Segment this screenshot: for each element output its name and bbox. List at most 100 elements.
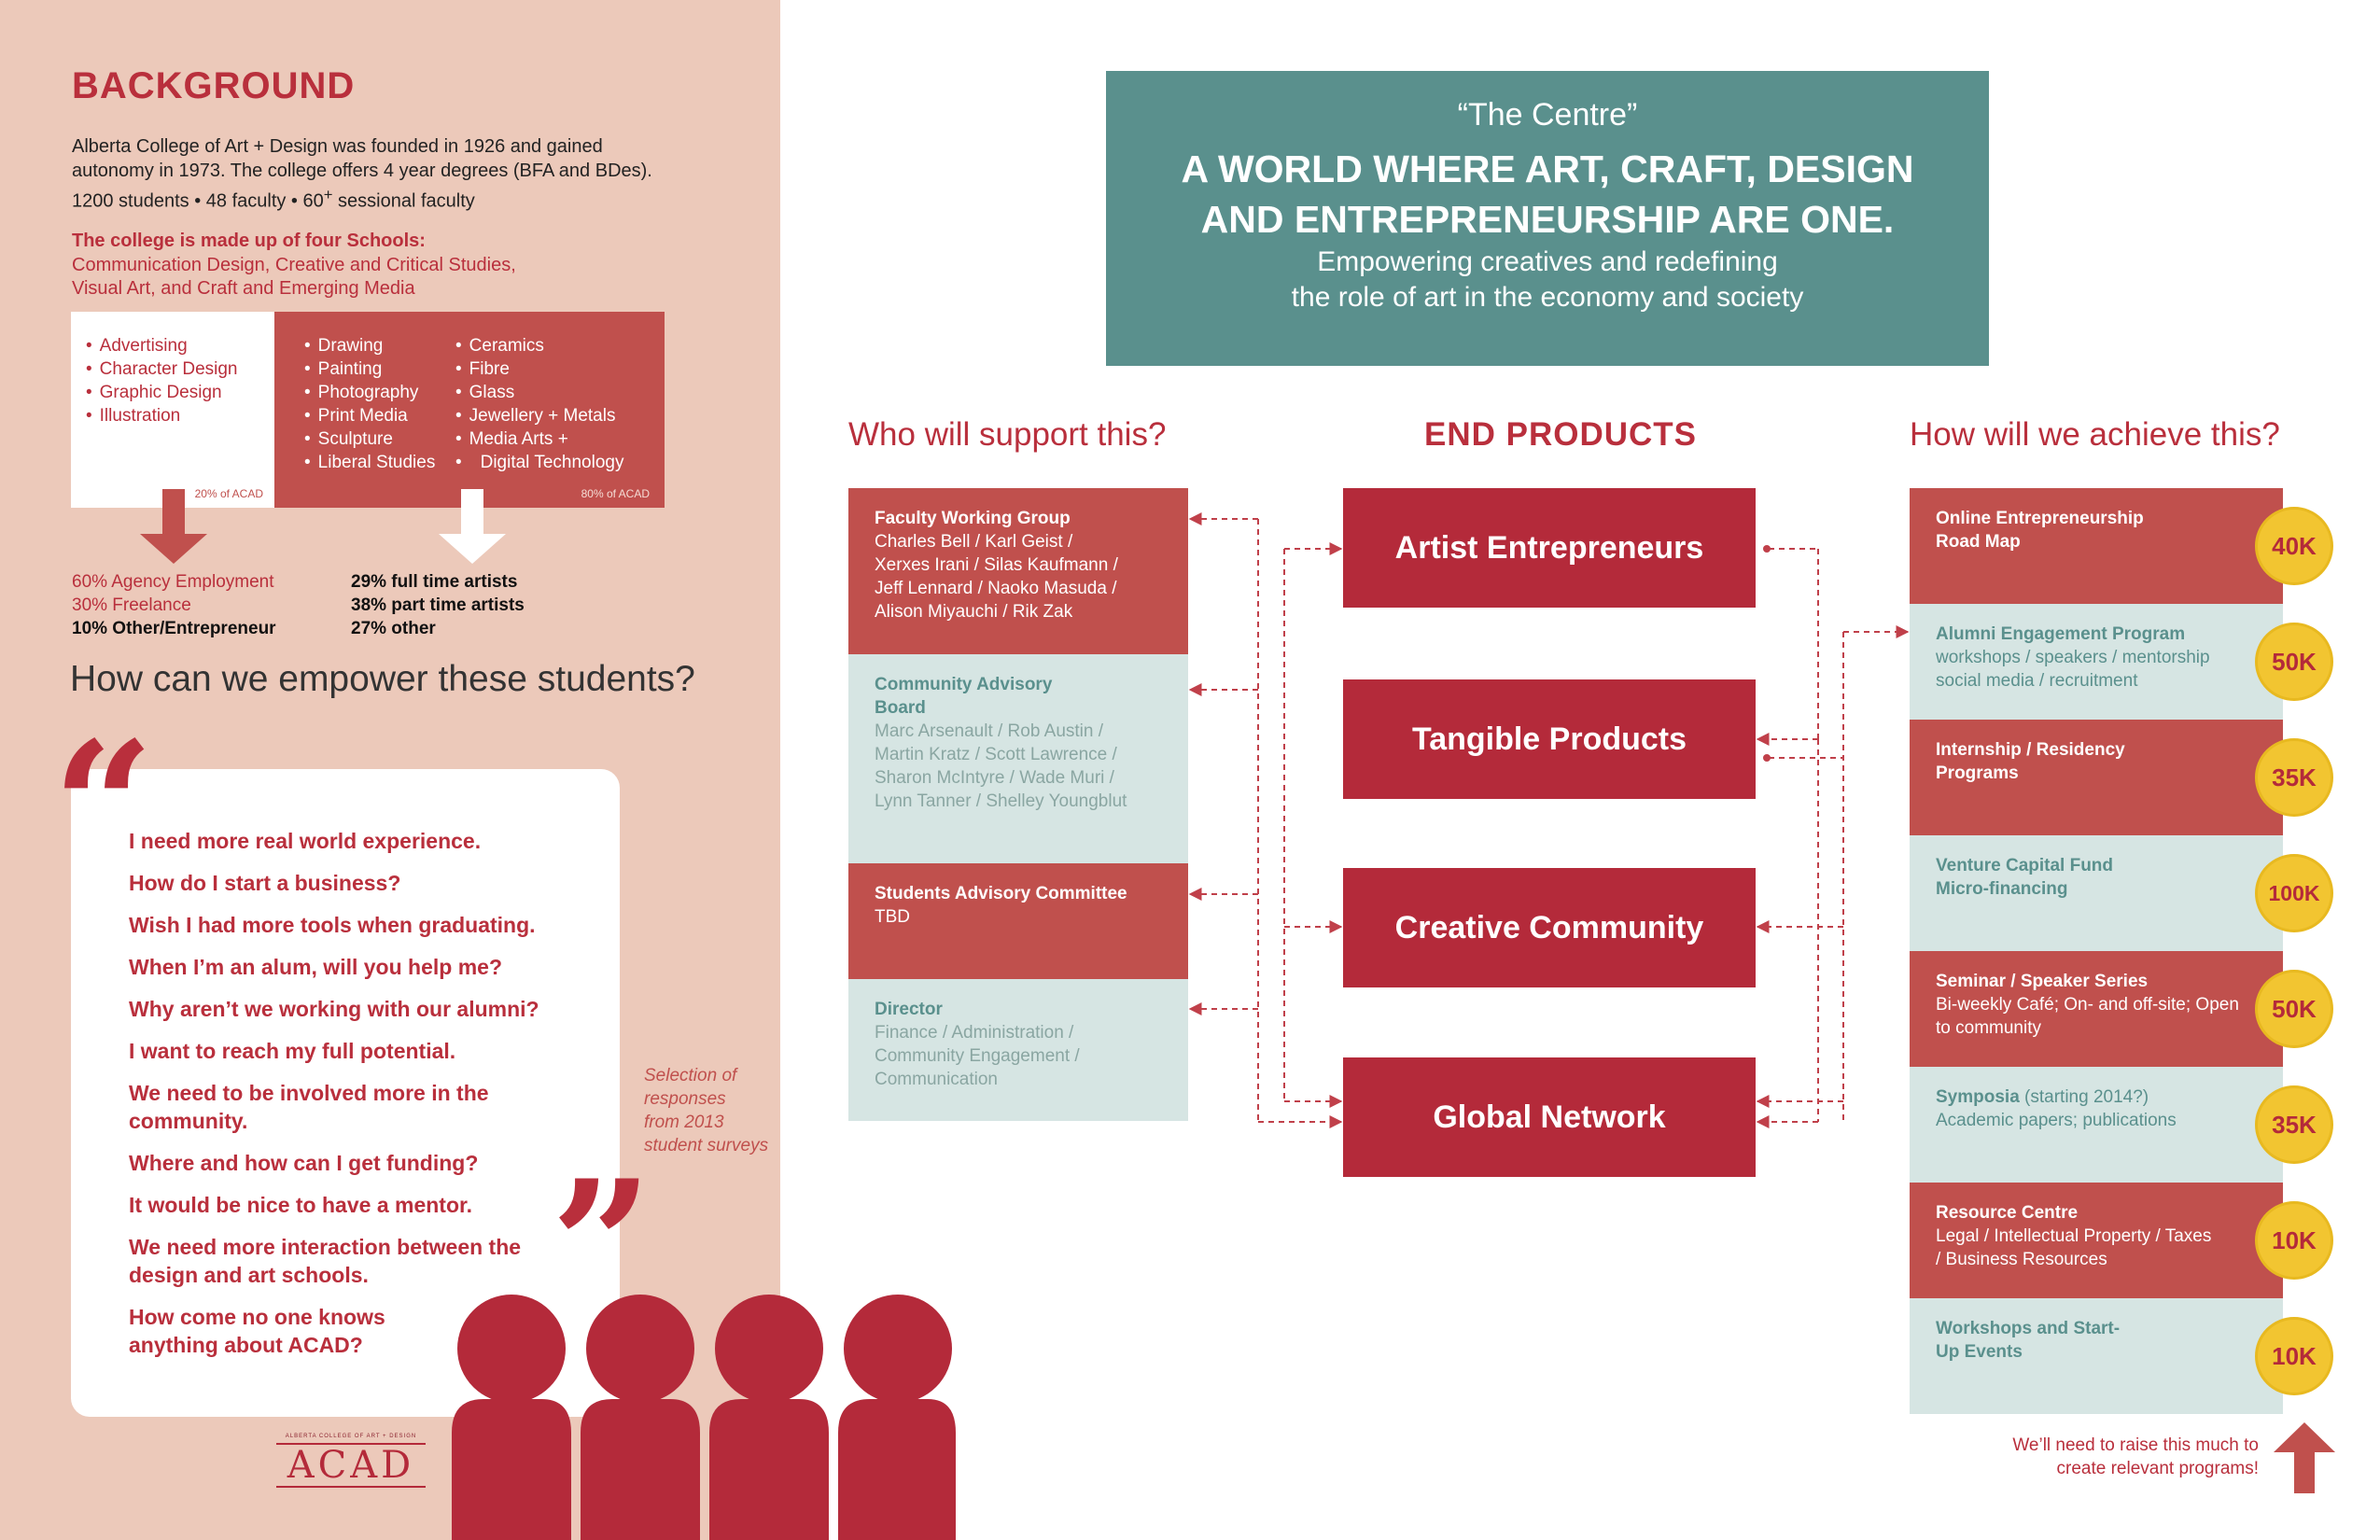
- centre-subtitle-line: the role of art in the economy and socie…: [1291, 282, 1804, 313]
- note-line: student surveys: [644, 1136, 769, 1155]
- schools-line: Communication Design, Creative and Criti…: [72, 255, 516, 275]
- program-road-map: Online Entrepreneurship Road Map: [1910, 488, 2283, 604]
- quote-item: Where and how can I get funding?: [129, 1151, 479, 1175]
- arrow-up-icon: [2274, 1422, 2335, 1493]
- students-silhouette-icon: [452, 1295, 956, 1540]
- group-member-line: Sharon McIntyre / Wade Muri /: [875, 768, 1114, 788]
- art-percent: 80% of ACAD: [581, 487, 650, 500]
- program-item: Liberal Studies: [304, 451, 436, 474]
- group-member-line: TBD: [875, 907, 910, 927]
- program-detail-inline: (starting 2014?): [2019, 1087, 2149, 1107]
- program-venture: Venture Capital Fund Micro-financing: [1910, 835, 2283, 951]
- program-item: Jewellery + Metals: [455, 404, 623, 427]
- empower-question: How can we empower these students?: [70, 659, 695, 699]
- budget-coin-icon: 35K: [2255, 738, 2333, 817]
- outcome-item: 38% part time artists: [351, 595, 525, 615]
- group-member-line: Communication: [875, 1070, 998, 1089]
- product-tangible-products: Tangible Products: [1343, 679, 1756, 799]
- raise-line: We’ll need to raise this much to: [2012, 1435, 2259, 1455]
- end-products-title: END PRODUCTS: [1424, 416, 1698, 453]
- program-item: Advertising: [86, 334, 238, 357]
- note-line: Selection of: [644, 1066, 737, 1085]
- design-programs-list: Advertising Character Design Graphic Des…: [86, 334, 238, 427]
- acad-logo: ALBERTA COLLEGE OF ART + DESIGN ACAD: [276, 1434, 426, 1488]
- achieve-title: How will we achieve this?: [1910, 416, 2280, 453]
- quote-item: How come no one knows anything about ACA…: [129, 1305, 385, 1357]
- program-resource-centre: Resource Centre Legal / Intellectual Pro…: [1910, 1183, 2283, 1298]
- student-quotes: I need more real world experience. How d…: [129, 827, 595, 1373]
- group-member-line: Martin Kratz / Scott Lawrence /: [875, 745, 1117, 764]
- art-programs-list-b: Ceramics Fibre Glass Jewellery + Metals …: [455, 334, 624, 474]
- centre-eyebrow: “The Centre”: [1457, 97, 1638, 133]
- note-line: from 2013: [644, 1113, 724, 1132]
- budget-coin-icon: 40K: [2255, 507, 2333, 585]
- program-name: Resource Centre: [1936, 1203, 2079, 1223]
- program-detail: Bi-weekly Café; On- and off-site; Open t…: [1936, 995, 2239, 1038]
- outcome-item: 60% Agency Employment: [72, 572, 274, 592]
- program-name: Workshops and Start-Up Events: [1936, 1319, 2121, 1362]
- outcome-item: 30% Freelance: [72, 595, 191, 615]
- product-artist-entrepreneurs: Artist Entrepreneurs: [1343, 488, 1756, 608]
- art-programs-list-a: Drawing Painting Photography Print Media…: [304, 334, 436, 474]
- budget-coin-icon: 10K: [2255, 1317, 2333, 1395]
- stats-line: 1200 students • 48 faculty • 60+ session…: [72, 183, 688, 214]
- program-item: Ceramics: [455, 334, 623, 357]
- quote-item: When I’m an alum, will you help me?: [129, 955, 502, 979]
- product-global-network: Global Network: [1343, 1057, 1756, 1177]
- raise-line: create relevant programs!: [2056, 1459, 2260, 1478]
- budget-coin-icon: 10K: [2255, 1201, 2333, 1280]
- group-name: Community Advisory Board: [875, 675, 1053, 718]
- program-item: Graphic Design: [86, 381, 238, 404]
- arrow-down-icon: [439, 489, 506, 564]
- background-heading: BACKGROUND: [72, 65, 356, 106]
- raise-note: We’ll need to raise this much to create …: [1960, 1434, 2259, 1480]
- budget-coin-icon: 35K: [2255, 1085, 2333, 1164]
- note-line: responses: [644, 1089, 726, 1109]
- group-member-line: Xerxes Irani / Silas Kaufmann /: [875, 555, 1118, 575]
- quote-item: It would be nice to have a mentor.: [129, 1193, 473, 1217]
- program-item: Illustration: [86, 404, 238, 427]
- quote-item: Why aren’t we working with our alumni?: [129, 997, 539, 1021]
- art-schools-box: Drawing Painting Photography Print Media…: [274, 312, 665, 508]
- group-member-line: Jeff Lennard / Naoko Masuda /: [875, 579, 1117, 598]
- group-name: Students Advisory Committee: [875, 884, 1127, 903]
- centre-title: A WORLD WHERE ART, CRAFT, DESIGN AND ENT…: [1106, 144, 1989, 245]
- budget-coin-icon: 100K: [2255, 854, 2333, 932]
- quote-item: Wish I had more tools when graduating.: [129, 913, 536, 937]
- group-member-line: Alison Miyauchi / Rik Zak: [875, 602, 1073, 622]
- quote-item: I want to reach my full potential.: [129, 1039, 456, 1063]
- program-item: Painting: [304, 357, 435, 381]
- survey-note: Selection of responses from 2013 student…: [644, 1064, 768, 1157]
- budget-coin-icon: 50K: [2255, 623, 2333, 701]
- design-outcomes: 60% Agency Employment 30% Freelance 10% …: [72, 570, 276, 640]
- schools-list: Communication Design, Creative and Criti…: [72, 254, 595, 301]
- program-name: Online Entrepreneurship Road Map: [1936, 509, 2144, 552]
- program-item: Fibre: [455, 357, 623, 381]
- program-item-cont: Digital Technology: [480, 453, 624, 472]
- program-name-row: Symposia (starting 2014?): [1936, 1085, 2283, 1109]
- program-item: Photography: [304, 381, 435, 404]
- centre-title-line: A WORLD WHERE ART, CRAFT, DESIGN: [1181, 147, 1914, 190]
- program-alumni: Alumni Engagement Program workshops / sp…: [1910, 604, 2283, 720]
- program-symposia: Symposia (starting 2014?) Academic paper…: [1910, 1067, 2283, 1183]
- program-name: Venture Capital Fund Micro-financing: [1936, 856, 2114, 899]
- quote-item: I need more real world experience.: [129, 829, 482, 853]
- group-member-line: Marc Arsenault / Rob Austin /: [875, 721, 1104, 741]
- stats-sup: +: [323, 186, 333, 203]
- outcome-item: 29% full time artists: [351, 572, 518, 592]
- support-group-students: Students Advisory Committee TBD: [848, 863, 1188, 979]
- group-name: Faculty Working Group: [875, 509, 1071, 528]
- centre-title-line: AND ENTREPRENEURSHIP ARE ONE.: [1200, 198, 1895, 241]
- schools-line: Visual Art, and Craft and Emerging Media: [72, 278, 415, 299]
- quote-item: We need more interaction between the des…: [129, 1235, 522, 1287]
- intro-line: Alberta College of Art + Design was foun…: [72, 136, 603, 157]
- program-name: Symposia: [1936, 1087, 2020, 1107]
- support-group-director: Director Finance / Administration / Comm…: [848, 979, 1188, 1121]
- program-internship: Internship / Residency Programs: [1910, 720, 2283, 835]
- product-creative-community: Creative Community: [1343, 868, 1756, 987]
- program-seminar: Seminar / Speaker Series Bi-weekly Café;…: [1910, 951, 2283, 1067]
- program-item: Character Design: [86, 357, 238, 381]
- support-group-faculty: Faculty Working Group Charles Bell / Kar…: [848, 488, 1188, 654]
- background-intro: Alberta College of Art + Design was foun…: [72, 134, 688, 214]
